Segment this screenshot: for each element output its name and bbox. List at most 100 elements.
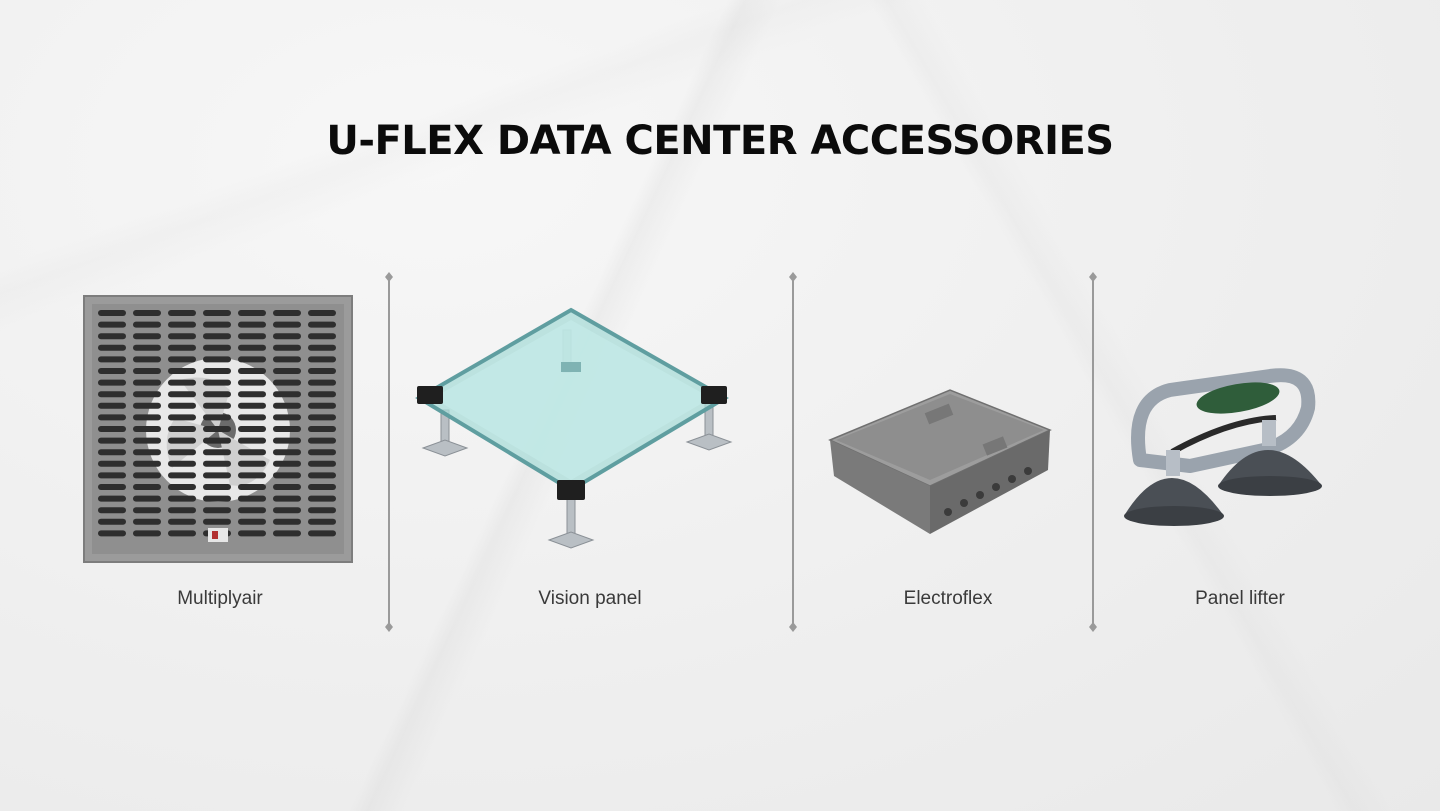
product-name: Multiplyair bbox=[177, 588, 263, 609]
grille-slot bbox=[133, 391, 161, 398]
grille-slot bbox=[168, 472, 196, 479]
grille-slot bbox=[168, 437, 196, 444]
grille-slot bbox=[98, 484, 126, 490]
grille-slot bbox=[273, 484, 301, 490]
divider bbox=[384, 272, 394, 632]
grille-slot bbox=[308, 495, 336, 502]
divider bbox=[1088, 272, 1098, 632]
grille-slot bbox=[308, 460, 336, 467]
electroflex-floor-box-icon bbox=[828, 389, 1052, 534]
grille-slot bbox=[168, 333, 196, 340]
grille-slot bbox=[273, 460, 301, 467]
grille-slot bbox=[203, 368, 231, 374]
grille-slot bbox=[238, 518, 266, 525]
grille-slot bbox=[98, 368, 126, 374]
grille-slot bbox=[273, 402, 301, 409]
grille-slot bbox=[133, 472, 161, 479]
grille-slot bbox=[168, 391, 196, 398]
grille-slot bbox=[273, 426, 301, 432]
grille-slot bbox=[238, 391, 266, 398]
grille-slot bbox=[308, 518, 336, 525]
grille-slot bbox=[273, 449, 301, 456]
grille-slot bbox=[98, 449, 126, 456]
grille-slot bbox=[98, 333, 126, 340]
grille-slot bbox=[273, 379, 301, 386]
grille-slot bbox=[133, 321, 161, 328]
grille-slot bbox=[308, 368, 336, 374]
grille-slot bbox=[238, 437, 266, 444]
grille-slot bbox=[98, 507, 126, 514]
grille-slot bbox=[238, 414, 266, 421]
grille-slot bbox=[98, 530, 126, 537]
grille-slot bbox=[308, 379, 336, 386]
grille-slot bbox=[133, 484, 161, 490]
grille-slot bbox=[273, 414, 301, 421]
grille-slot bbox=[308, 333, 336, 340]
grille-slot bbox=[133, 414, 161, 421]
grille-slot bbox=[203, 414, 231, 421]
grille-slot bbox=[203, 344, 231, 351]
grille-slot bbox=[273, 310, 301, 316]
divider bbox=[788, 272, 798, 632]
grille-slot bbox=[308, 414, 336, 421]
grille-slot bbox=[273, 472, 301, 479]
grille-slot bbox=[308, 449, 336, 456]
grille-slot bbox=[308, 391, 336, 398]
grille-slot bbox=[203, 495, 231, 502]
product-name: Electroflex bbox=[903, 588, 993, 609]
grille-slot bbox=[238, 368, 266, 374]
grille-slot bbox=[98, 321, 126, 328]
grille-slot bbox=[168, 356, 196, 363]
grille-slot bbox=[203, 321, 231, 328]
grille-slot bbox=[168, 344, 196, 351]
grille-slot bbox=[238, 356, 266, 363]
product-name: Vision panel bbox=[538, 588, 642, 609]
grille-slot bbox=[133, 379, 161, 386]
grille-slot bbox=[168, 402, 196, 409]
grille-slot bbox=[273, 530, 301, 537]
grille-slot bbox=[203, 484, 231, 490]
grille-slot bbox=[203, 472, 231, 479]
grille-slot bbox=[98, 379, 126, 386]
grille-slot bbox=[308, 402, 336, 409]
grille-slot bbox=[133, 507, 161, 514]
grille-slot bbox=[98, 495, 126, 502]
grille-slot bbox=[238, 310, 266, 316]
grille-slot bbox=[308, 484, 336, 490]
grille-slot bbox=[238, 530, 266, 537]
grille-slot bbox=[168, 414, 196, 421]
grille-slot bbox=[203, 333, 231, 340]
grille-slot bbox=[98, 391, 126, 398]
grille-slot bbox=[273, 333, 301, 340]
grille-slot bbox=[308, 437, 336, 444]
grille-slot bbox=[98, 414, 126, 421]
multiplyair-grille-fan-icon bbox=[83, 295, 353, 563]
grille-slot bbox=[238, 321, 266, 328]
grille-slot bbox=[238, 333, 266, 340]
grille-slot bbox=[238, 344, 266, 351]
grille-slot bbox=[133, 460, 161, 467]
grille-slot bbox=[203, 391, 231, 398]
product-multiplyair: Multiplyair bbox=[80, 290, 360, 610]
grille-slot bbox=[273, 321, 301, 328]
panel-lifter-suction-icon bbox=[1124, 368, 1322, 526]
grille-slot bbox=[238, 507, 266, 514]
grille-slot bbox=[238, 379, 266, 386]
grille-slot bbox=[168, 368, 196, 374]
grille-slot bbox=[273, 391, 301, 398]
grille-slot bbox=[98, 472, 126, 479]
grille-slot bbox=[133, 426, 161, 432]
grille-slot bbox=[98, 426, 126, 432]
page-title: U-FLEX DATA CENTER ACCESSORIES bbox=[326, 118, 1114, 164]
grille-slot bbox=[168, 484, 196, 490]
grille-slot bbox=[238, 426, 266, 432]
grille-slot bbox=[238, 449, 266, 456]
grille-slot bbox=[308, 530, 336, 537]
grille-slot bbox=[168, 530, 196, 537]
grille-slot bbox=[203, 449, 231, 456]
grille-slot bbox=[168, 518, 196, 525]
grille-slot bbox=[308, 310, 336, 316]
grille-slot bbox=[273, 356, 301, 363]
grille-slot bbox=[238, 472, 266, 479]
grille-slot bbox=[203, 507, 231, 514]
